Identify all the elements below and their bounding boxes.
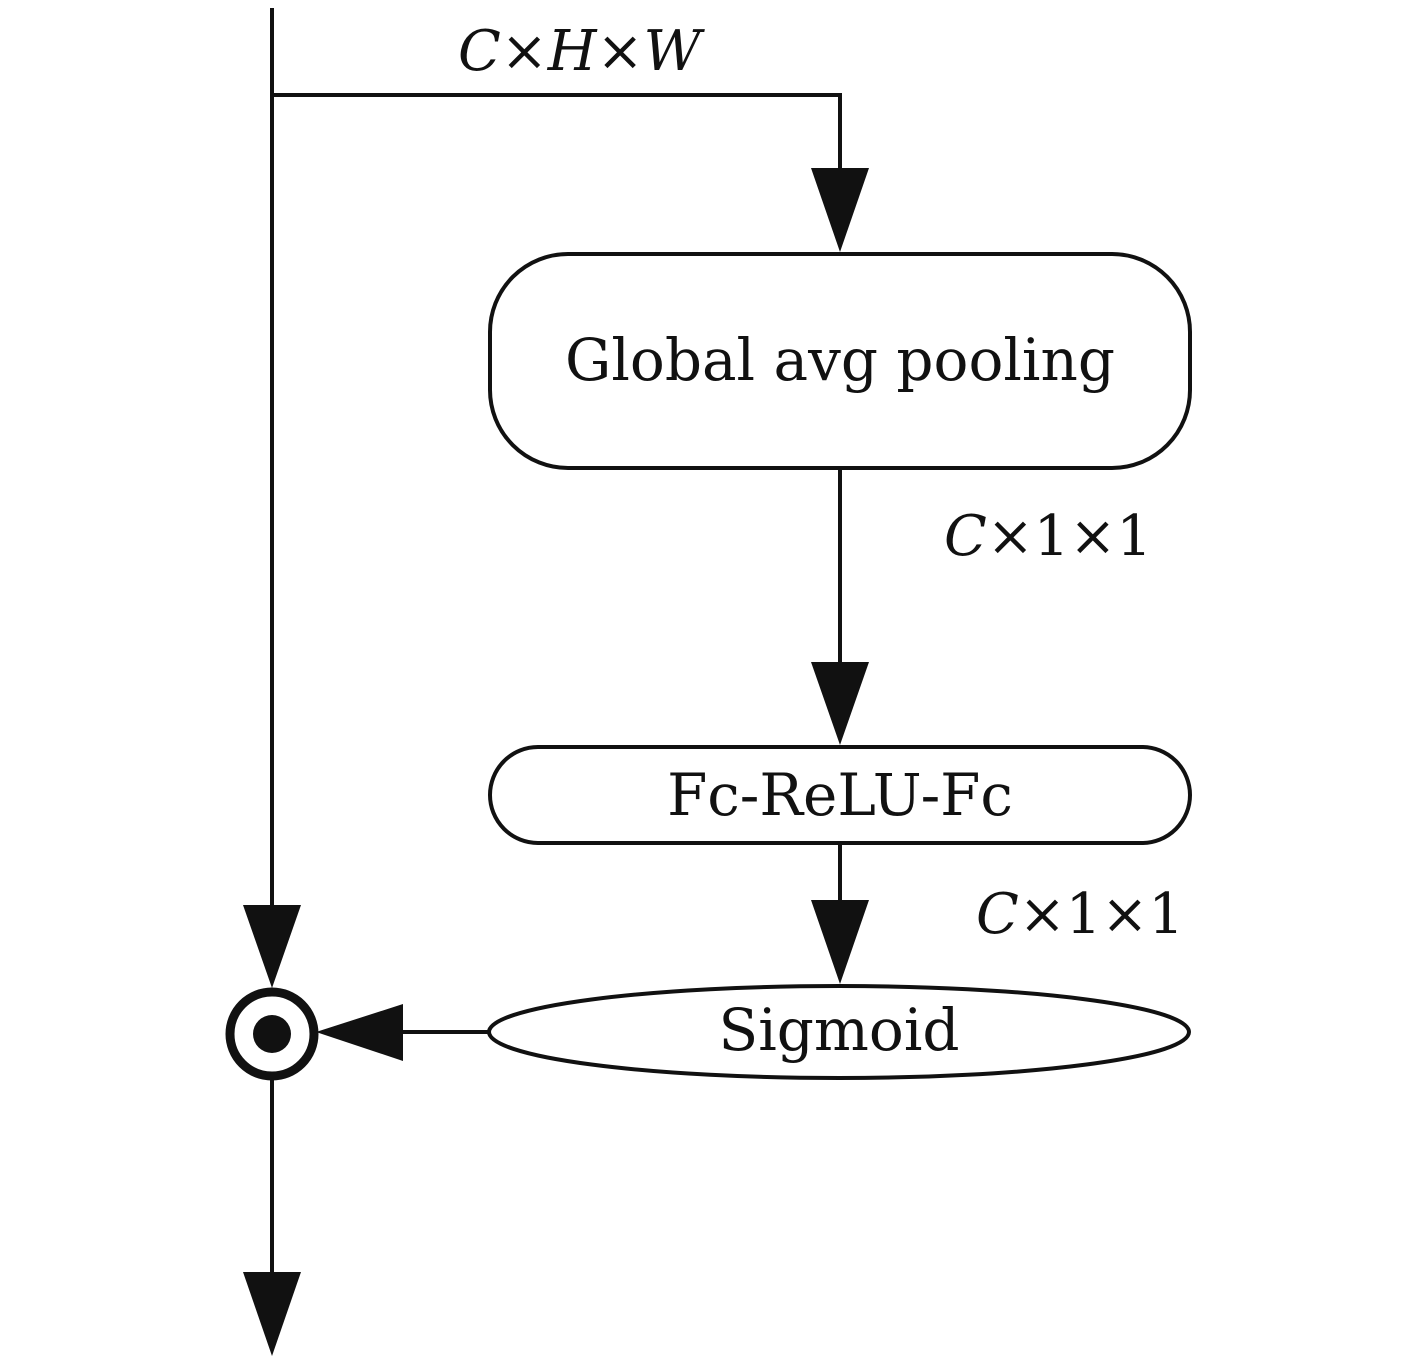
arrow-into-pool-icon xyxy=(811,168,869,252)
arrow-into-multiply-icon xyxy=(243,905,301,988)
global-pool-label: Global avg pooling xyxy=(565,326,1115,394)
input-dim-label: C×H×W xyxy=(458,19,706,84)
fc-dim-label: C×1×1 xyxy=(976,882,1184,947)
arrow-into-fc-icon xyxy=(811,662,869,745)
sigmoid-label: Sigmoid xyxy=(718,996,959,1064)
fc-relu-fc-label: Fc-ReLU-Fc xyxy=(667,761,1013,829)
multiply-icon xyxy=(225,987,319,1081)
arrow-into-multiply-side-icon xyxy=(316,1004,403,1061)
arrow-output-icon xyxy=(243,1272,301,1356)
arrow-into-sigmoid-icon xyxy=(811,900,869,984)
branch-line xyxy=(272,93,842,170)
pool-dim-label: C×1×1 xyxy=(944,504,1152,569)
